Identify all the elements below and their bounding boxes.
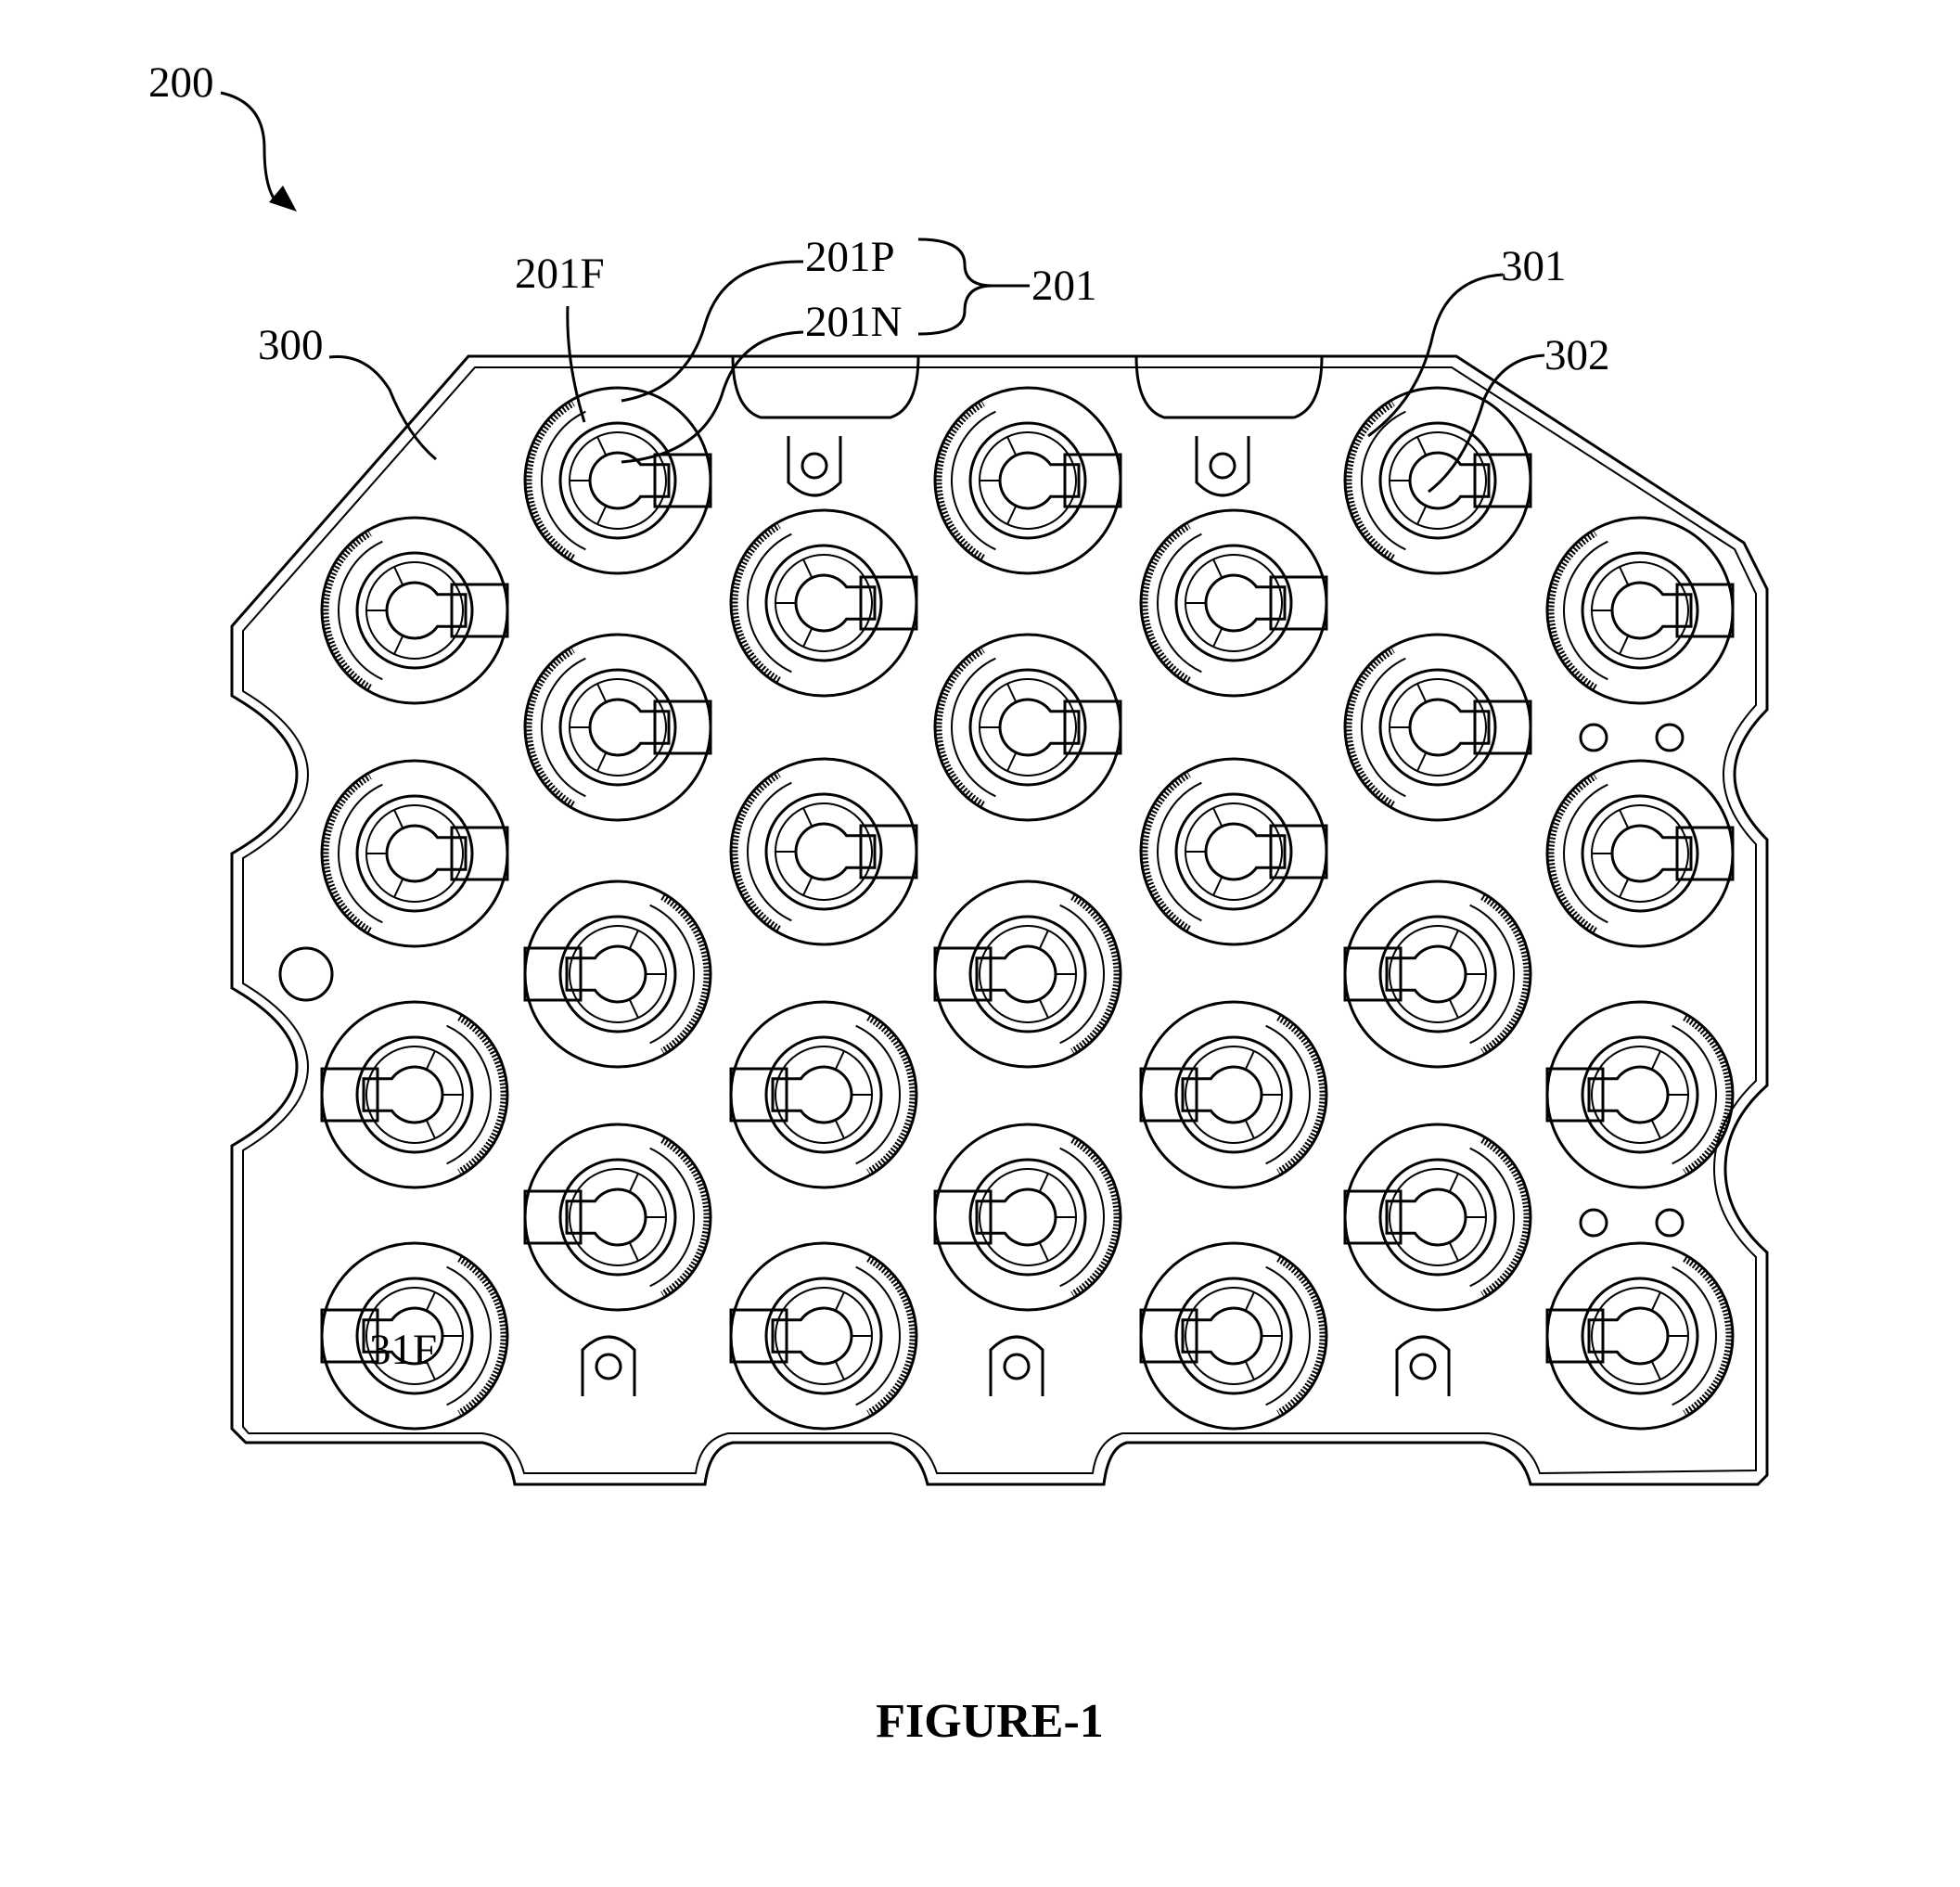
battery-cell [320, 516, 509, 705]
label-201: 201 [1031, 262, 1097, 310]
vent-hole [1655, 723, 1685, 752]
cell-array [320, 386, 1735, 1431]
label-301: 301 [1501, 242, 1567, 290]
bottom-lug-3 [1395, 1335, 1451, 1396]
label-201N: 201N [805, 298, 902, 346]
battery-cell [1139, 1000, 1328, 1189]
battery-cell [729, 508, 918, 698]
battery-cell [1343, 633, 1532, 822]
battery-cell [523, 879, 712, 1069]
battery-cell [320, 759, 509, 948]
battery-cell [523, 386, 712, 575]
battery-cell [320, 1000, 509, 1189]
leader-lines [220, 91, 1545, 494]
vent-hole [1655, 1208, 1685, 1238]
battery-cell [1545, 1241, 1735, 1431]
battery-cell [933, 386, 1122, 575]
battery-cell [1343, 1123, 1532, 1312]
battery-cell [1545, 759, 1735, 948]
figure-caption: FIGURE-1 [876, 1695, 1104, 1748]
label-300: 300 [258, 321, 324, 369]
battery-cell [1139, 757, 1328, 946]
battery-cell [1139, 1241, 1328, 1431]
leader-201N [621, 330, 804, 464]
label-200: 200 [148, 58, 214, 107]
top-lug-1 [787, 436, 842, 497]
leader-302 [1428, 353, 1545, 494]
battery-cell [933, 1123, 1122, 1312]
leader-301 [1367, 273, 1504, 438]
vent-hole [1579, 1208, 1608, 1238]
battery-cell [523, 1123, 712, 1312]
battery-cell [1139, 508, 1328, 698]
leader-300 [328, 354, 437, 461]
bottom-lug-1 [581, 1335, 636, 1396]
battery-cell [1343, 879, 1532, 1069]
label-201P: 201P [805, 233, 895, 281]
battery-cell [729, 757, 918, 946]
assembly-arrow [220, 91, 280, 206]
leader-201P [621, 260, 804, 403]
battery-cell [729, 1241, 918, 1431]
battery-cell [1545, 516, 1735, 705]
vent-hole [1579, 723, 1608, 752]
battery-cell [729, 1000, 918, 1189]
label-31F: 31F [369, 1326, 437, 1374]
battery-cell [320, 1241, 509, 1431]
plate-outline [230, 354, 1769, 1486]
label-201F: 201F [515, 250, 605, 298]
battery-cell [1343, 386, 1532, 575]
top-notch-1 [731, 355, 920, 419]
assembly-arrowhead [269, 186, 297, 212]
battery-cell [933, 879, 1122, 1069]
battery-cell [1545, 1000, 1735, 1189]
bottom-lug-2 [989, 1335, 1044, 1396]
leader-201F [566, 305, 586, 423]
label-302: 302 [1544, 331, 1610, 379]
battery-cell [933, 633, 1122, 822]
plate-inner-outline [242, 366, 1757, 1475]
holder-plate [230, 354, 1769, 1486]
battery-cell [523, 633, 712, 822]
top-notch-2 [1134, 355, 1324, 419]
brace-201 [917, 237, 993, 336]
locating-pin [278, 946, 334, 1002]
top-lug-2 [1195, 436, 1250, 497]
